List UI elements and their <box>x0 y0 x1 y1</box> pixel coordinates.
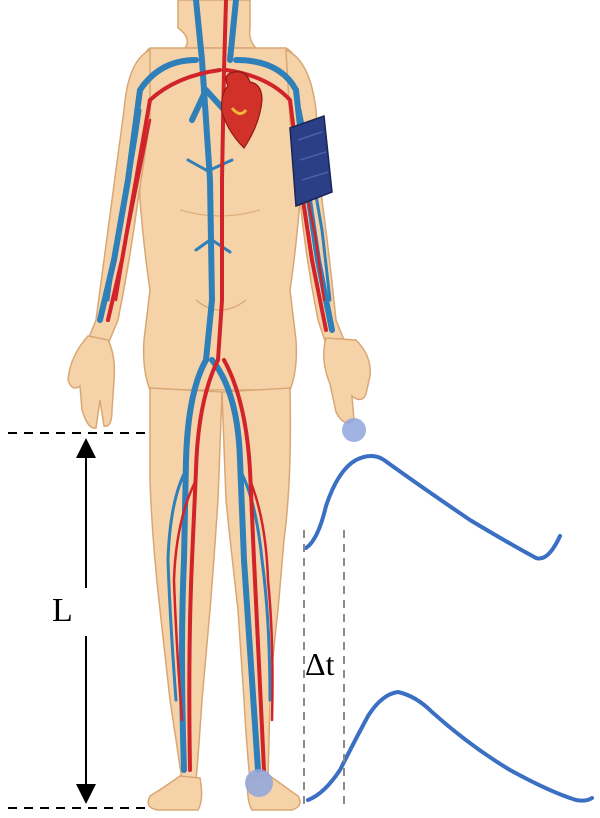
length-indicator <box>8 433 152 808</box>
pulse-waveforms <box>306 456 592 801</box>
left-foot <box>148 776 201 810</box>
left-hand <box>68 336 114 428</box>
toe-sensor-icon <box>245 769 273 797</box>
length-label: L <box>52 592 73 630</box>
delta-t-label: Δt <box>305 646 334 683</box>
blood-pressure-cuff-icon <box>290 116 332 206</box>
head-neck <box>178 0 256 48</box>
proximal-pulse-waveform <box>306 456 560 559</box>
finger-sensor-icon <box>342 418 366 442</box>
distal-pulse-waveform <box>308 692 592 801</box>
right-hand <box>324 338 370 423</box>
